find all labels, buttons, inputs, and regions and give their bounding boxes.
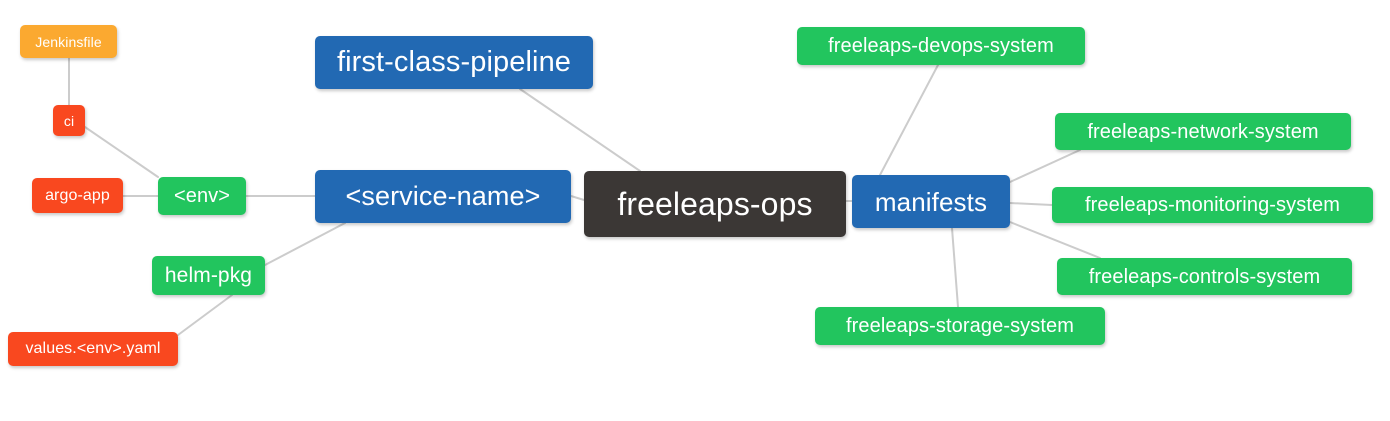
edge-service-name-to-freeleaps-ops	[570, 195, 585, 201]
edge-ci-to-env	[84, 126, 159, 178]
node-ci[interactable]: ci	[53, 105, 85, 136]
edge-manifests-to-freeleaps-devops-system	[879, 64, 939, 176]
node-label-freeleaps-ops: freeleaps-ops	[617, 186, 813, 222]
node-label-freeleaps-controls-system: freeleaps-controls-system	[1088, 265, 1321, 288]
node-freeleaps-network-system[interactable]: freeleaps-network-system	[1055, 113, 1351, 150]
edge-manifests-to-freeleaps-network-system	[1009, 149, 1081, 183]
edge-helm-pkg-to-service-name	[264, 222, 346, 266]
node-service-name[interactable]: <service-name>	[315, 170, 571, 223]
node-freeleaps-storage-system[interactable]: freeleaps-storage-system	[815, 307, 1105, 345]
node-label-helm-pkg: helm-pkg	[164, 264, 253, 287]
node-label-freeleaps-monitoring-system: freeleaps-monitoring-system	[1084, 194, 1340, 216]
node-argo-app[interactable]: argo-app	[32, 178, 123, 213]
node-label-service-name: <service-name>	[345, 181, 541, 211]
node-manifests[interactable]: manifests	[852, 175, 1010, 228]
node-label-values-yaml: values.<env>.yaml	[25, 340, 161, 357]
node-freeleaps-monitoring-system[interactable]: freeleaps-monitoring-system	[1052, 187, 1373, 223]
node-label-first-class-pipeline: first-class-pipeline	[336, 46, 572, 78]
node-values-yaml[interactable]: values.<env>.yaml	[8, 332, 178, 366]
edge-first-class-pipeline-to-freeleaps-ops	[519, 88, 641, 172]
edge-manifests-to-freeleaps-monitoring-system	[1009, 202, 1053, 206]
node-label-jenkinsfile: Jenkinsfile	[35, 33, 102, 50]
node-freeleaps-devops-system[interactable]: freeleaps-devops-system	[797, 27, 1085, 65]
node-freeleaps-ops[interactable]: freeleaps-ops	[584, 171, 846, 237]
node-label-ci: ci	[63, 112, 75, 129]
node-label-env: <env>	[173, 185, 231, 207]
node-label-argo-app: argo-app	[45, 186, 110, 204]
node-first-class-pipeline[interactable]: first-class-pipeline	[315, 36, 593, 89]
node-label-freeleaps-storage-system: freeleaps-storage-system	[845, 315, 1075, 337]
edge-values-yaml-to-helm-pkg	[177, 294, 233, 336]
node-jenkinsfile[interactable]: Jenkinsfile	[20, 25, 117, 58]
edge-manifests-to-freeleaps-controls-system	[1009, 221, 1101, 259]
node-label-freeleaps-devops-system: freeleaps-devops-system	[828, 35, 1054, 57]
node-label-manifests: manifests	[874, 186, 988, 217]
node-env[interactable]: <env>	[158, 177, 246, 215]
node-freeleaps-controls-system[interactable]: freeleaps-controls-system	[1057, 258, 1352, 295]
node-helm-pkg[interactable]: helm-pkg	[152, 256, 265, 295]
node-label-freeleaps-network-system: freeleaps-network-system	[1087, 120, 1319, 143]
edge-manifests-to-freeleaps-storage-system	[951, 227, 959, 308]
